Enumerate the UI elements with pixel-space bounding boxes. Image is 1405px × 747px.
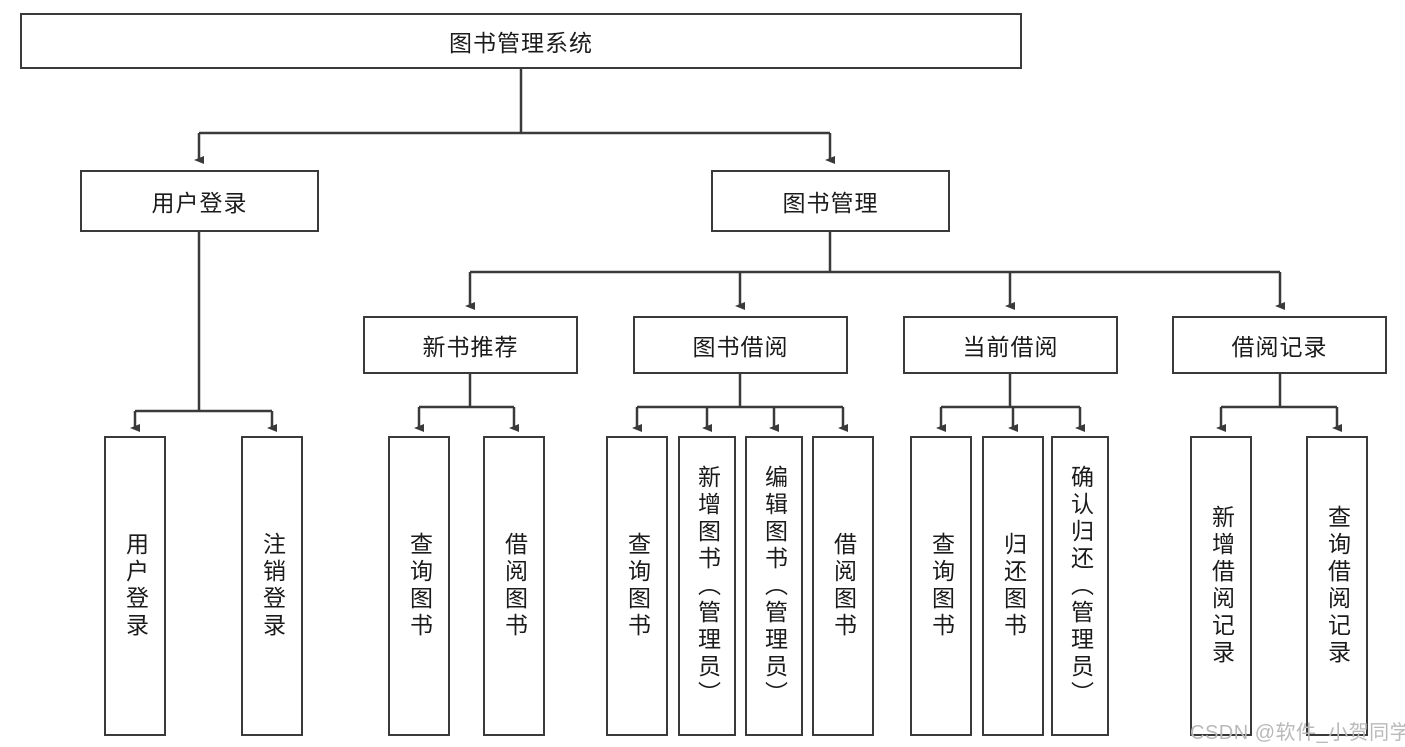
node-leaf-confirm-return-label: 确认归还（管理员） xyxy=(1067,464,1094,708)
node-leaf-add-record-label: 新增借阅记录 xyxy=(1208,505,1235,667)
node-leaf-add-book-label: 新增图书（管理员） xyxy=(694,464,721,708)
node-leaf-query-record[interactable]: 查询借阅记录 xyxy=(1306,436,1368,736)
node-leaf-query-book-1[interactable]: 查询图书 xyxy=(388,436,450,736)
node-leaf-confirm-return[interactable]: 确认归还（管理员） xyxy=(1051,436,1109,736)
node-leaf-query-book-2[interactable]: 查询图书 xyxy=(606,436,668,736)
node-book-manage[interactable]: 图书管理 xyxy=(711,170,950,232)
node-borrow-record-label: 借阅记录 xyxy=(1231,334,1328,360)
watermark: CSDN @软件_小贺同学 xyxy=(1190,722,1405,744)
node-leaf-edit-book-label: 编辑图书（管理员） xyxy=(761,464,788,708)
node-new-book-rec-label: 新书推荐 xyxy=(422,334,519,360)
node-book-borrow[interactable]: 图书借阅 xyxy=(633,316,848,374)
node-leaf-query-record-label: 查询借阅记录 xyxy=(1324,505,1351,667)
node-leaf-borrow-book-1-label: 借阅图书 xyxy=(501,532,528,640)
node-leaf-user-login-label: 用户登录 xyxy=(122,532,149,640)
node-borrow-record[interactable]: 借阅记录 xyxy=(1172,316,1387,374)
node-leaf-query-book-3[interactable]: 查询图书 xyxy=(910,436,972,736)
node-book-borrow-label: 图书借阅 xyxy=(692,334,789,360)
node-leaf-logout-label: 注销登录 xyxy=(259,532,286,640)
node-leaf-borrow-book-2-label: 借阅图书 xyxy=(830,532,857,640)
node-user-login[interactable]: 用户登录 xyxy=(80,170,319,232)
node-current-borrow[interactable]: 当前借阅 xyxy=(903,316,1118,374)
node-leaf-add-book[interactable]: 新增图书（管理员） xyxy=(678,436,736,736)
node-book-manage-label: 图书管理 xyxy=(782,190,879,216)
node-new-book-rec[interactable]: 新书推荐 xyxy=(363,316,578,374)
node-leaf-return-book-label: 归还图书 xyxy=(1000,532,1027,640)
node-leaf-edit-book[interactable]: 编辑图书（管理员） xyxy=(745,436,803,736)
node-leaf-query-book-3-label: 查询图书 xyxy=(928,532,955,640)
node-leaf-query-book-1-label: 查询图书 xyxy=(406,532,433,640)
node-leaf-borrow-book-2[interactable]: 借阅图书 xyxy=(812,436,874,736)
node-user-login-label: 用户登录 xyxy=(151,190,248,216)
node-leaf-query-book-2-label: 查询图书 xyxy=(624,532,651,640)
node-current-borrow-label: 当前借阅 xyxy=(962,334,1059,360)
node-leaf-user-login[interactable]: 用户登录 xyxy=(104,436,166,736)
node-root-label: 图书管理系统 xyxy=(449,30,593,56)
node-leaf-add-record[interactable]: 新增借阅记录 xyxy=(1190,436,1252,736)
node-leaf-borrow-book-1[interactable]: 借阅图书 xyxy=(483,436,545,736)
node-leaf-logout[interactable]: 注销登录 xyxy=(241,436,303,736)
node-leaf-return-book[interactable]: 归还图书 xyxy=(982,436,1044,736)
node-root[interactable]: 图书管理系统 xyxy=(20,13,1022,69)
